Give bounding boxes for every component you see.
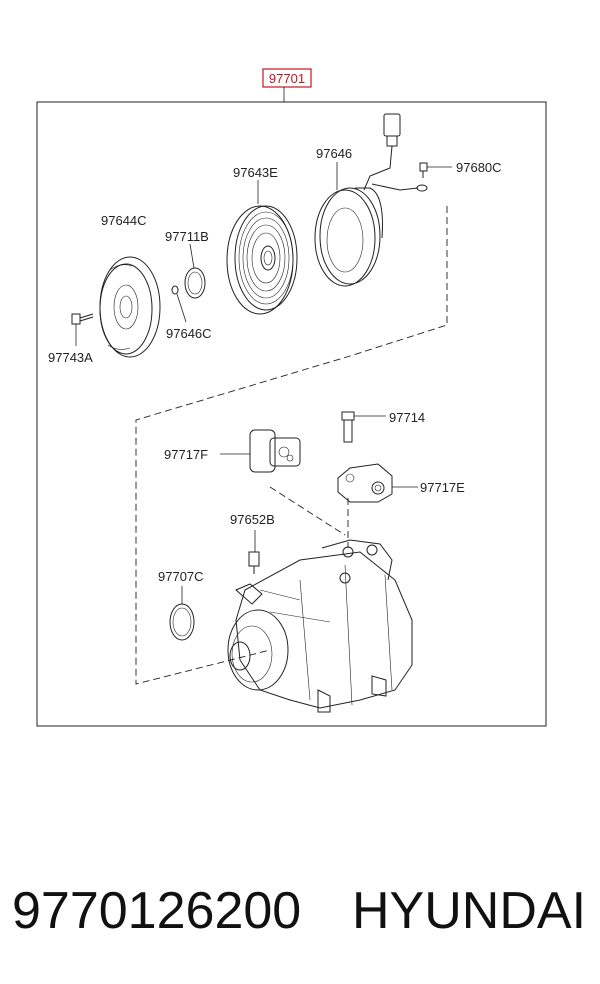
label-ground-bolt[interactable]: 97680C [456, 160, 502, 175]
diagram-frame [36, 101, 547, 727]
label-hub-bolt[interactable]: 97743A [48, 350, 93, 365]
pressure-switch-drawing [220, 429, 301, 473]
switch-guide-line [269, 486, 346, 536]
o-ring-drawing [169, 586, 195, 641]
label-expansion-valve[interactable]: 97717E [420, 480, 465, 495]
assembly-part-number[interactable]: 97701 [269, 71, 305, 86]
product-caption: 9770126200 HYUNDAI [0, 868, 600, 958]
label-relief-valve[interactable]: 97652B [230, 512, 275, 527]
compressor-body-drawing [227, 539, 413, 713]
label-pressure-switch[interactable]: 97717F [164, 447, 208, 462]
coil-connector-drawing [363, 113, 428, 192]
ground-bolt-drawing [419, 162, 452, 178]
field-coil-drawing [314, 162, 383, 287]
label-pulley[interactable]: 97643E [233, 165, 278, 180]
footer-brand: HYUNDAI [352, 882, 587, 940]
bolt-drawing [341, 411, 386, 443]
label-o-ring[interactable]: 97707C [158, 569, 204, 584]
expansion-valve-drawing [337, 463, 418, 503]
label-shim[interactable]: 97646C [166, 326, 212, 341]
shim-drawing [171, 285, 187, 323]
pulley-cover-drawing [99, 256, 161, 358]
label-field-coil[interactable]: 97646 [316, 146, 352, 161]
clutch-group-boundary [135, 206, 448, 685]
relief-valve-drawing [248, 530, 260, 574]
hub-bolt-drawing [71, 313, 94, 346]
label-bolt[interactable]: 97714 [389, 410, 425, 425]
label-pulley-cover[interactable]: 97644C [101, 213, 147, 228]
pulley-drawing [226, 180, 298, 315]
footer-part-number: 9770126200 [12, 882, 302, 940]
snap-ring-drawing [184, 243, 206, 299]
label-snap-ring[interactable]: 97711B [165, 229, 209, 244]
assembly-callout[interactable]: 97701 [262, 68, 312, 102]
